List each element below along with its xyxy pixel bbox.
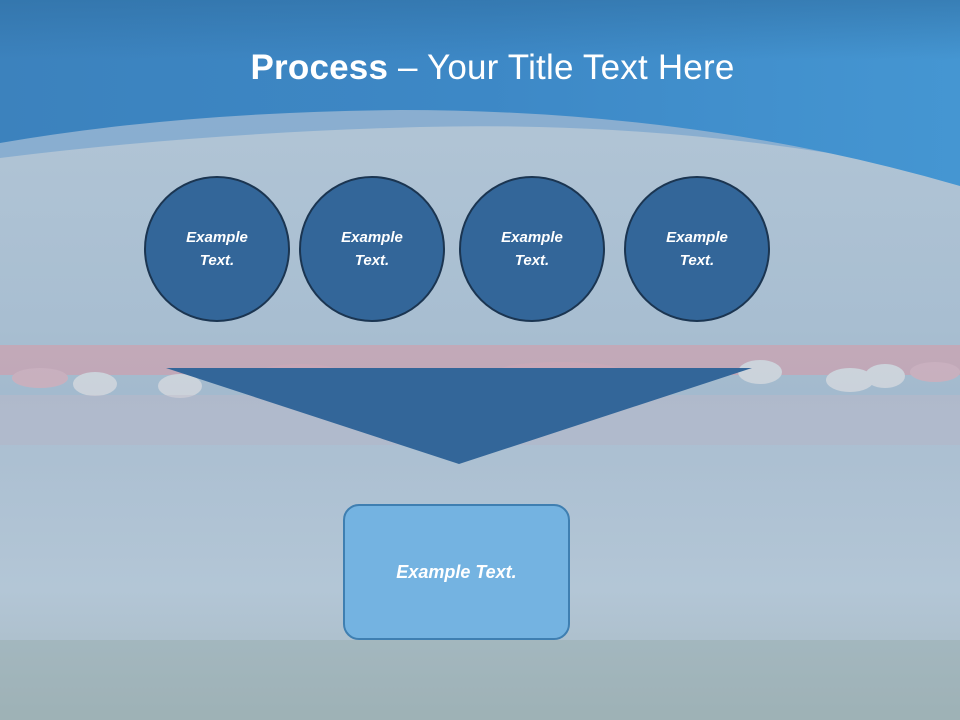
process-step-4: Example Text. (624, 176, 770, 322)
process-step-4-label: Example Text. (666, 229, 728, 269)
result-box-label: Example Text. (396, 561, 517, 582)
result-box: Example Text. (343, 504, 570, 640)
process-step-3-label: Example Text. (501, 229, 563, 269)
title-rest: – Your Title Text Here (388, 48, 735, 87)
flamingo-band (0, 345, 960, 445)
process-step-1-label: Example Text. (186, 229, 248, 269)
process-step-2-label: Example Text. (341, 229, 403, 269)
title-bold: Process (250, 48, 389, 87)
slide-title: Process – Your Title Text Here (0, 48, 960, 88)
process-step-2: Example Text. (299, 176, 445, 322)
process-step-3: Example Text. (459, 176, 605, 322)
process-step-1: Example Text. (144, 176, 290, 322)
